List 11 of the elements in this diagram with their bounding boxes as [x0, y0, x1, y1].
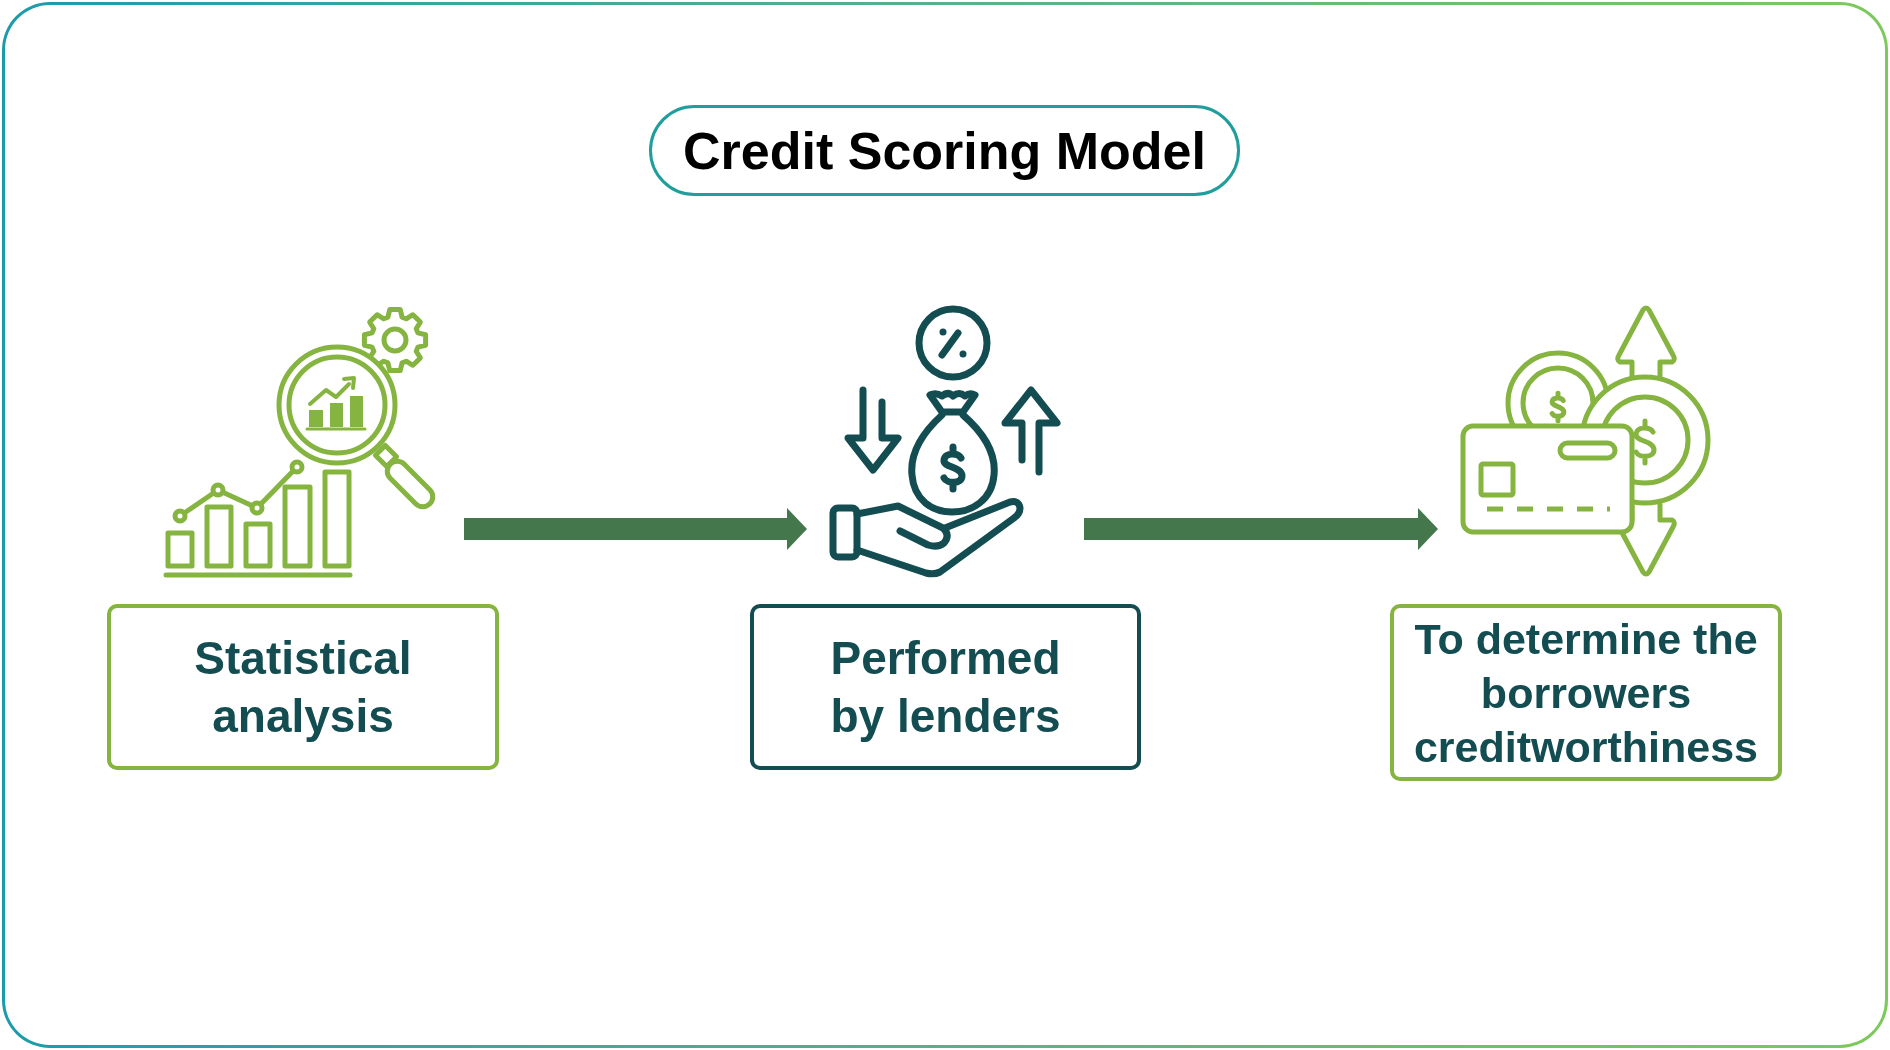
box-label: Statistical analysis [193, 631, 413, 744]
process-box [750, 604, 1141, 770]
process-box [1390, 604, 1782, 781]
money-bag-hand-icon [829, 304, 1062, 578]
credit-card-coins-icon [1460, 305, 1711, 578]
box-label: To determine the borrowers creditworthiness [1412, 613, 1760, 773]
title: Credit Scoring Model [683, 120, 1206, 181]
box-label: Performed by lenders [829, 631, 1062, 744]
arrow [1084, 508, 1438, 550]
arrow [464, 508, 807, 550]
process-box [107, 604, 499, 770]
